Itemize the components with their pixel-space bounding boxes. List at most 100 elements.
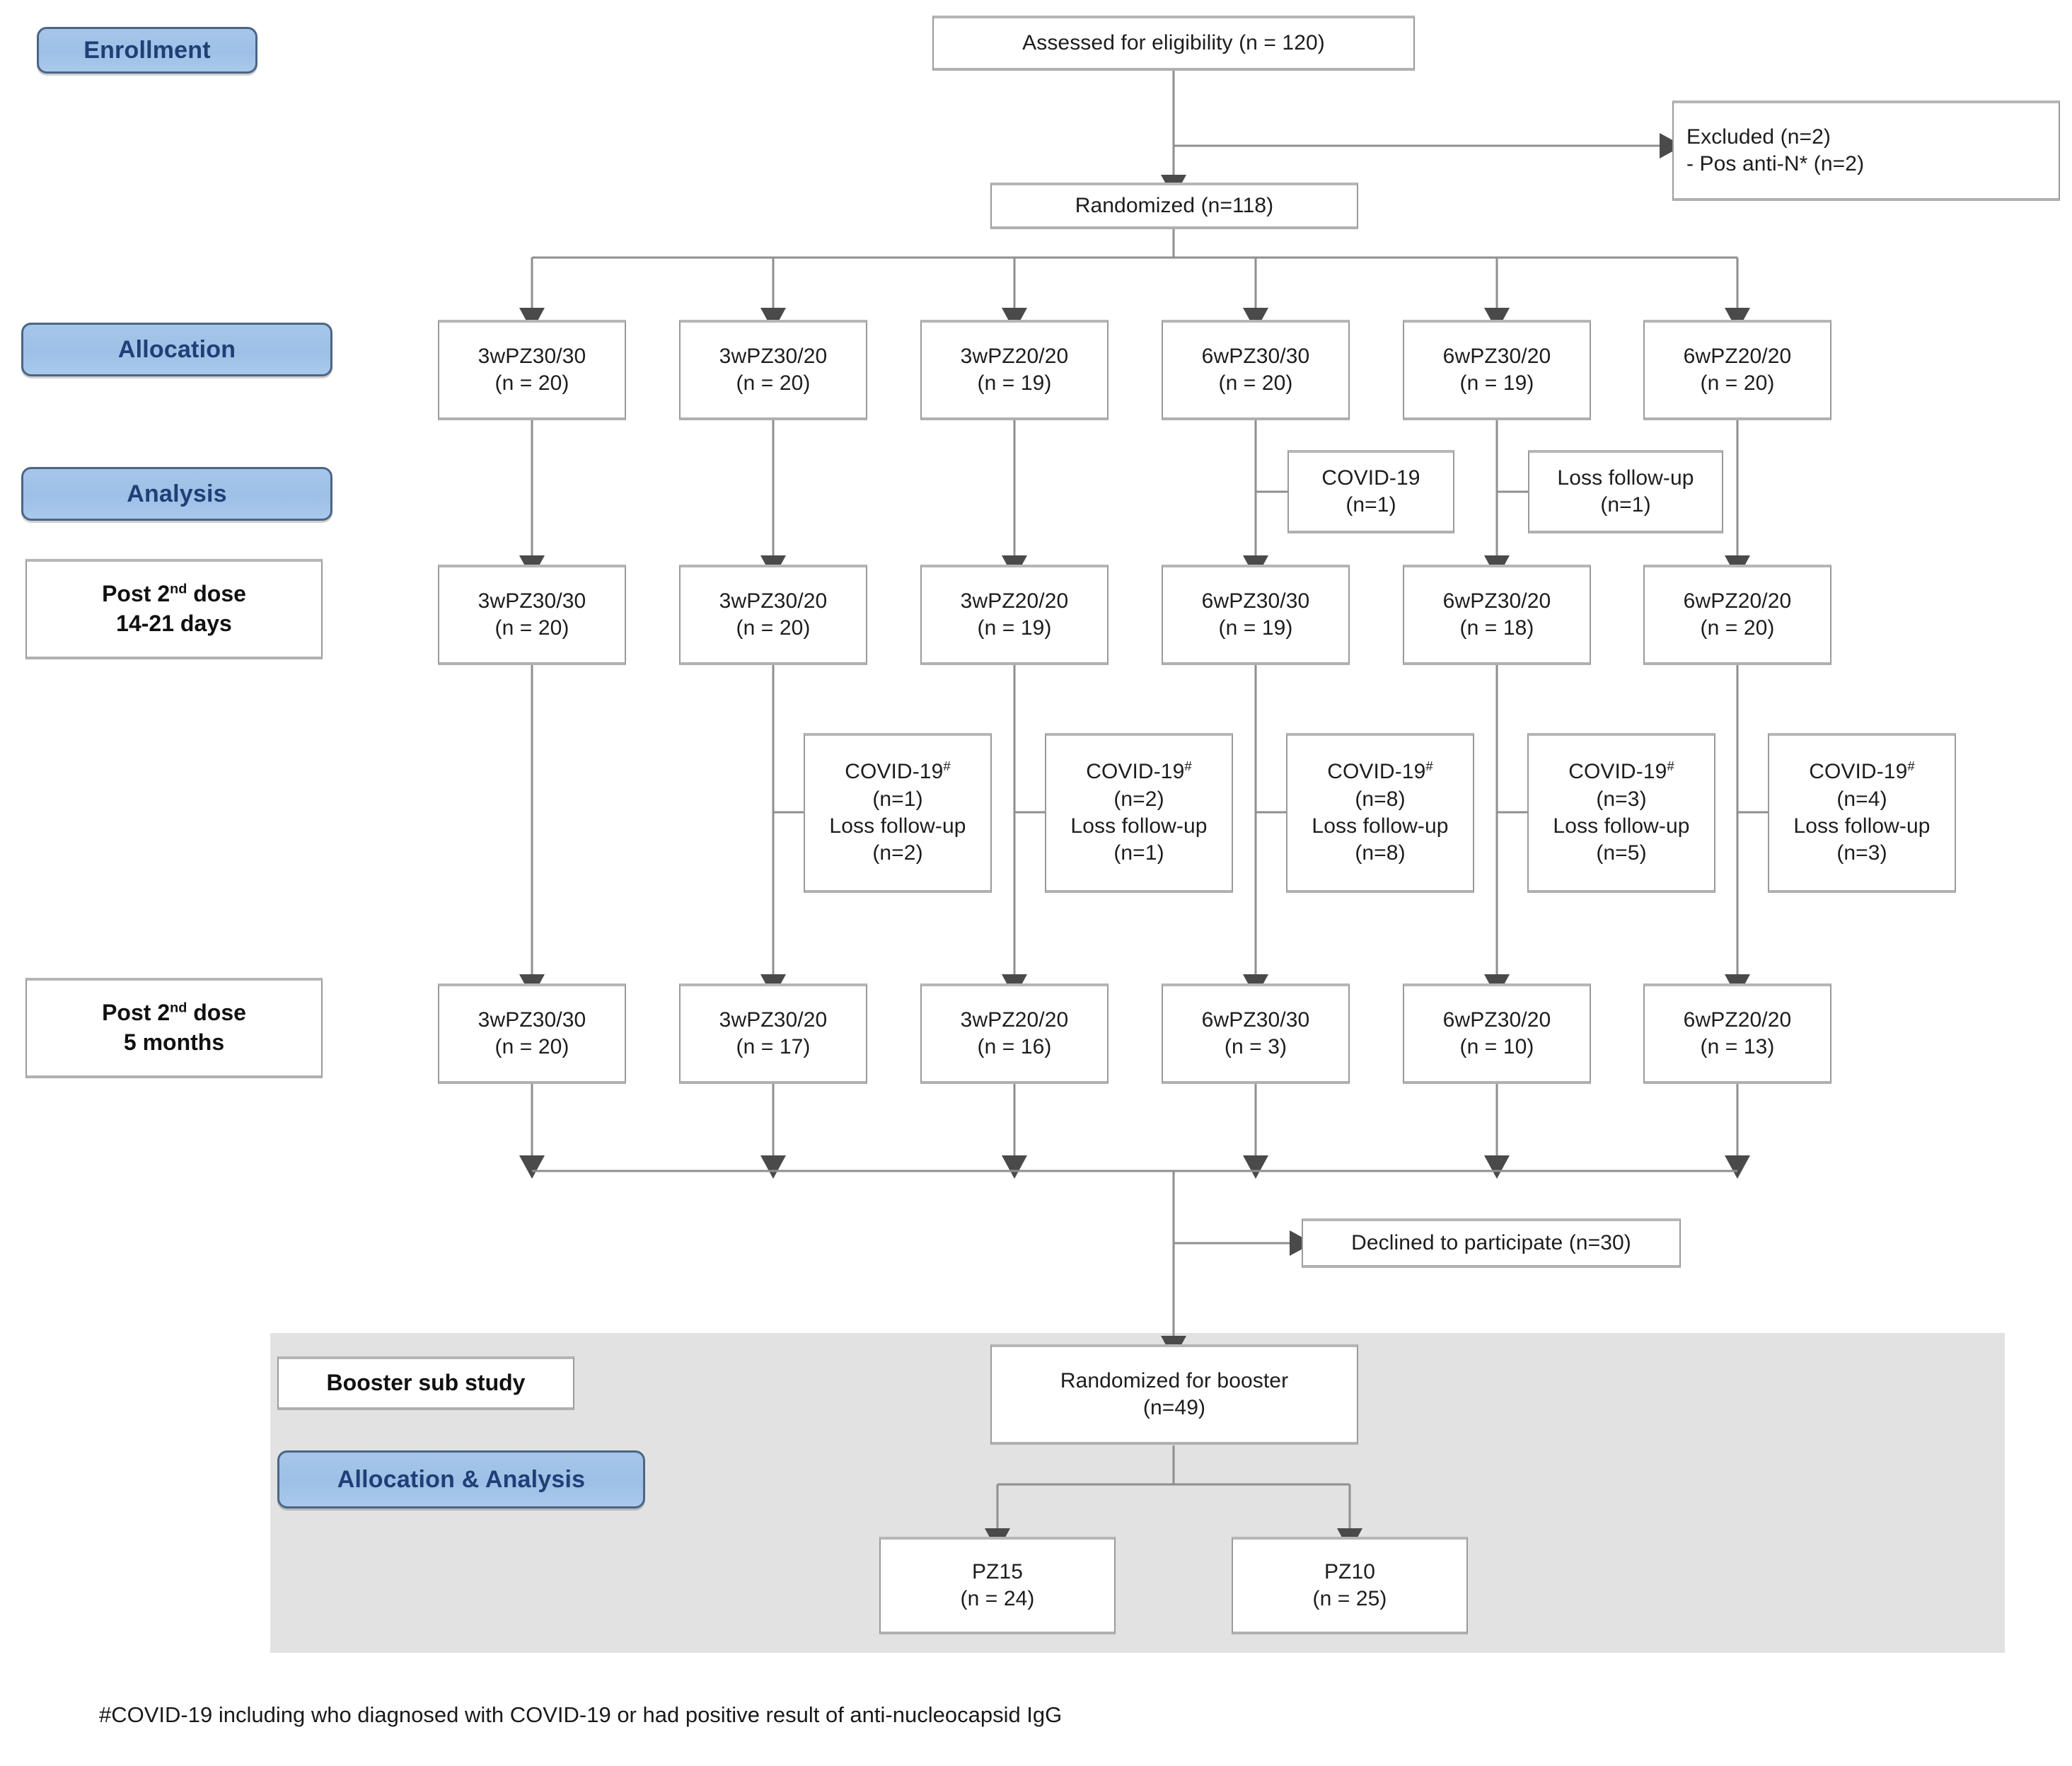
arm-count: (n = 19) [1459, 371, 1534, 395]
box-post2-14-21-arm-4: 6wPZ30/30 (n = 19) [1162, 565, 1350, 665]
box-post2-5months-arm-1: 3wPZ30/30 (n = 20) [438, 983, 626, 1084]
box-post2-5months-arm-2: 3wPZ30/20 (n = 17) [679, 983, 867, 1084]
dropout-label: COVID-19 [1321, 466, 1420, 490]
dropout-label: Loss follow-up [1557, 466, 1694, 490]
stage-pill-enrollment[interactable]: Enrollment [37, 27, 257, 74]
arm-count: (n = 20) [736, 371, 811, 395]
box-dropout-combined-arm-3: COVID-19# (n=2) Loss follow-up (n=1) [1045, 733, 1233, 893]
arm-name: 6wPZ20/20 [1683, 1008, 1792, 1032]
box-dropout-loss-followup-arm5: Loss follow-up (n=1) [1528, 450, 1723, 533]
arm-name: 3wPZ30/30 [478, 344, 586, 368]
stage-pill-allocation-analysis[interactable]: Allocation & Analysis [277, 1450, 645, 1508]
booster-arm-name: PZ10 [1324, 1559, 1376, 1583]
arm-count: (n = 16) [977, 1035, 1052, 1058]
dropout-loss-label: Loss follow-up [1793, 814, 1931, 838]
footnote-covid19-definition: #COVID-19 including who diagnosed with C… [99, 1702, 1062, 1728]
arm-name: 6wPZ30/20 [1442, 1008, 1551, 1032]
arm-name: 6wPZ30/20 [1442, 589, 1551, 613]
box-post2-5months-arm-3: 3wPZ20/20 (n = 16) [920, 983, 1109, 1084]
arm-count: (n = 10) [1459, 1035, 1534, 1058]
assessed-label: Assessed for eligibility (n = 120) [1022, 30, 1325, 54]
arm-count: (n = 20) [494, 1035, 569, 1058]
arm-name: 3wPZ30/20 [719, 344, 828, 368]
arm-count: (n = 19) [977, 371, 1052, 395]
box-booster-arm-pz15: PZ15 (n = 24) [879, 1537, 1116, 1634]
box-randomized: Randomized (n=118) [990, 183, 1358, 229]
arm-count: (n = 13) [1700, 1035, 1775, 1058]
arm-name: 3wPZ30/20 [719, 1008, 828, 1032]
arm-count: (n = 19) [977, 616, 1052, 640]
box-post2-5months-arm-5: 6wPZ30/20 (n = 10) [1403, 983, 1591, 1084]
arm-name: 3wPZ30/30 [478, 589, 586, 613]
dropout-covid-label: COVID-19# [1568, 758, 1674, 784]
arm-count: (n = 19) [1218, 616, 1293, 640]
box-dropout-combined-arm-6: COVID-19# (n=4) Loss follow-up (n=3) [1768, 733, 1956, 893]
excluded-line-2: - Pos anti-N* (n=2) [1686, 152, 1865, 175]
dropout-count: (n=1) [1600, 493, 1651, 516]
dropout-covid-label: COVID-19# [1809, 758, 1915, 784]
dropout-covid-label: COVID-19# [845, 758, 951, 784]
arm-name: 6wPZ30/30 [1201, 589, 1310, 613]
dropout-loss-label: Loss follow-up [1553, 814, 1690, 838]
arm-name: 6wPZ30/30 [1201, 1008, 1310, 1032]
booster-randomized-line-1: Randomized for booster [1060, 1368, 1289, 1392]
dropout-covid-label: COVID-19# [1086, 758, 1192, 784]
timepoint-post2-months-line: 5 months [123, 1029, 225, 1055]
box-allocation-arm-1: 3wPZ30/30 (n = 20) [438, 320, 626, 420]
box-declined-to-participate: Declined to participate (n=30) [1302, 1218, 1681, 1268]
box-post2-14-21-arm-6: 6wPZ20/20 (n = 20) [1643, 565, 1831, 665]
stage-pill-allocation-analysis-label: Allocation & Analysis [337, 1465, 586, 1493]
dropout-count: (n=1) [1345, 493, 1396, 516]
dropout-covid-count: (n=2) [1113, 787, 1164, 811]
box-allocation-arm-2: 3wPZ30/20 (n = 20) [679, 320, 867, 420]
box-excluded: Excluded (n=2) - Pos anti-N* (n=2) [1672, 100, 2060, 201]
dropout-covid-count: (n=3) [1596, 787, 1647, 811]
stage-pill-analysis[interactable]: Analysis [21, 467, 332, 521]
arm-name: 3wPZ20/20 [960, 589, 1069, 613]
booster-substudy-label-text: Booster sub study [326, 1370, 526, 1396]
box-allocation-arm-3: 3wPZ20/20 (n = 19) [920, 320, 1109, 420]
arm-count: (n = 20) [494, 371, 569, 395]
arm-name: 3wPZ20/20 [960, 1008, 1069, 1032]
arm-count: (n = 20) [494, 616, 569, 640]
box-assessed-for-eligibility: Assessed for eligibility (n = 120) [932, 16, 1415, 71]
box-dropout-combined-arm-5: COVID-19# (n=3) Loss follow-up (n=5) [1527, 733, 1715, 893]
timepoint-post2-dose-line: Post 2nd dose [102, 581, 246, 607]
box-post2-5months-arm-6: 6wPZ20/20 (n = 13) [1643, 983, 1831, 1084]
box-post2-5months-arm-4: 6wPZ30/30 (n = 3) [1162, 983, 1350, 1084]
dropout-loss-label: Loss follow-up [829, 814, 966, 838]
arm-name: 3wPZ30/30 [478, 1008, 586, 1032]
box-post2-14-21-arm-2: 3wPZ30/20 (n = 20) [679, 565, 867, 665]
stage-pill-enrollment-label: Enrollment [83, 36, 211, 64]
stage-pill-allocation[interactable]: Allocation [21, 323, 332, 376]
dropout-loss-count: (n=3) [1836, 841, 1887, 865]
dropout-covid-count: (n=8) [1355, 787, 1406, 811]
box-allocation-arm-4: 6wPZ30/30 (n = 20) [1162, 320, 1350, 420]
dropout-loss-label: Loss follow-up [1312, 814, 1449, 838]
box-post2-14-21-arm-5: 6wPZ30/20 (n = 18) [1403, 565, 1591, 665]
box-dropout-combined-arm-2: COVID-19# (n=1) Loss follow-up (n=2) [804, 733, 992, 893]
dropout-covid-count: (n=1) [872, 787, 923, 811]
stage-pill-analysis-label: Analysis [127, 480, 227, 507]
box-post2-14-21-arm-3: 3wPZ20/20 (n = 19) [920, 565, 1109, 665]
dropout-covid-count: (n=4) [1836, 787, 1887, 811]
excluded-line-1: Excluded (n=2) [1686, 125, 1831, 149]
box-post2-14-21-arm-1: 3wPZ30/30 (n = 20) [438, 565, 626, 665]
booster-arm-name: PZ15 [971, 1559, 1024, 1583]
dropout-loss-count: (n=2) [872, 841, 923, 865]
box-booster-arm-pz10: PZ10 (n = 25) [1232, 1537, 1468, 1634]
box-allocation-arm-6: 6wPZ20/20 (n = 20) [1643, 320, 1831, 420]
arm-count: (n = 20) [1700, 616, 1775, 640]
arm-count: (n = 17) [736, 1035, 811, 1058]
footnote-text: #COVID-19 including who diagnosed with C… [99, 1702, 1063, 1727]
booster-randomized-line-2: (n=49) [1142, 1396, 1206, 1419]
arm-count: (n = 20) [736, 616, 811, 640]
arm-count: (n = 20) [1218, 371, 1293, 395]
declined-label: Declined to participate (n=30) [1351, 1230, 1631, 1254]
box-allocation-arm-5: 6wPZ30/20 (n = 19) [1403, 320, 1591, 420]
arm-name: 6wPZ20/20 [1683, 344, 1792, 368]
timepoint-post2-days-line: 14-21 days [116, 611, 232, 636]
arm-name: 3wPZ20/20 [960, 344, 1069, 368]
randomized-label: Randomized (n=118) [1075, 193, 1274, 217]
